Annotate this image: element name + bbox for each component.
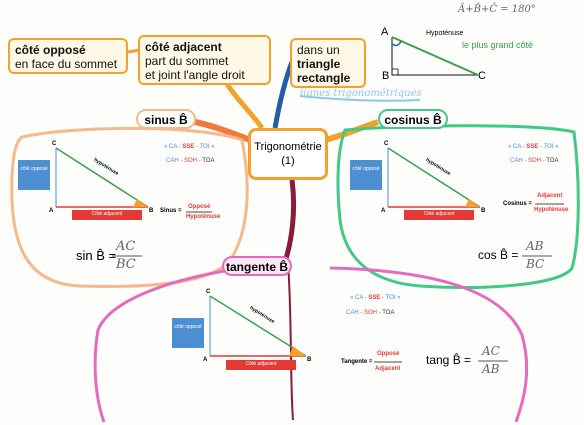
tan-mnemo-cah: CAH xyxy=(346,310,359,316)
tan-prefix: Tangente = xyxy=(341,359,373,365)
sin-mnemo-ca: « CA - xyxy=(164,144,183,150)
cos-mnemo-toa: TOA xyxy=(546,158,559,164)
top-tri-note: le plus grand côté xyxy=(462,40,534,50)
branch-tangente-tail xyxy=(287,261,294,421)
tan-label-c: C xyxy=(206,289,211,295)
tan-formula: tang B̂ = xyxy=(426,353,472,367)
box-cote-adjacent: côté adjacent part du sommet et joint l'… xyxy=(138,35,271,85)
cos-mnemo-cah: CAH xyxy=(510,158,523,164)
cote-adjacent-line2: et joint l'angle droit xyxy=(145,68,245,82)
cos-formula-num: AB xyxy=(526,239,544,253)
angle-sum-note: Â+B̂+Ĉ = 180° xyxy=(458,4,536,15)
cos-mnemo-soh: - SOH - xyxy=(522,158,547,164)
branch-tangente xyxy=(282,179,297,263)
top-tri-angle-mark xyxy=(391,40,402,47)
cos-formula-den: BC xyxy=(526,257,545,271)
cos-tri-angle xyxy=(465,199,480,207)
cos-mnemo-sse: SSE xyxy=(526,144,539,150)
tan-label-b: B xyxy=(307,357,312,363)
cote-oppose-title: côté opposé xyxy=(15,43,86,57)
cote-adjacent-title: côté adjacent xyxy=(145,40,222,54)
cos-label-b: B xyxy=(481,208,486,214)
top-tri-label-a: A xyxy=(381,26,389,38)
sin-label-a: A xyxy=(49,208,54,214)
top-tri-label-c: C xyxy=(478,70,486,82)
tan-frac-den: Adjacent xyxy=(375,366,401,372)
sin-formula-num: AC xyxy=(116,239,136,254)
triangle-rect-line1: dans un xyxy=(297,43,340,57)
cos-tri-hyp xyxy=(387,147,481,208)
tan-mnemo-2: CAH - SOH - TOA xyxy=(346,310,394,316)
cote-oppose-text: en face du sommet xyxy=(15,57,118,71)
sin-mnemo-sse: SSE xyxy=(182,144,195,150)
sin-mnemo-cah: CAH xyxy=(166,158,179,164)
tan-mnemo-ca: « CA - xyxy=(350,295,369,301)
tan-opp-box: côté opposé xyxy=(172,318,204,348)
tan-mnemo-soh: - SOH - xyxy=(358,310,383,316)
sin-frac-den: Hypoténuse xyxy=(186,214,221,220)
sin-mnemo-toa: TOA xyxy=(202,158,215,164)
sin-label-b: B xyxy=(149,208,154,214)
cote-adjacent-line1: part du sommet xyxy=(145,54,229,68)
cos-label-c: C xyxy=(384,141,389,147)
sin-mnemo-soh: - SOH - xyxy=(178,158,203,164)
cos-mnemo-toi: - TOI » xyxy=(538,144,559,150)
box-cote-oppose: côté opposé en face du sommet xyxy=(8,38,128,74)
triangle-rect-line3: rectangle xyxy=(297,71,351,85)
cos-adj-box: Côté adjacent xyxy=(404,210,474,220)
tan-formula-num: AC xyxy=(482,344,500,358)
tan-mnemo-1: « CA - SSE - TOI » xyxy=(350,295,400,301)
sin-formula-den: BC xyxy=(116,257,136,272)
cos-mnemo-1: « CA - SSE - TOI » xyxy=(508,144,558,150)
tan-tri-angle xyxy=(289,346,306,356)
sin-mnemo-1: « CA - SSE - TOI » xyxy=(164,144,214,150)
sin-adj-box: Côté adjacent xyxy=(72,210,142,220)
tan-tri-hyp xyxy=(209,295,307,357)
top-tri-label-b: B xyxy=(382,70,390,82)
tan-adj-box: Côté adjacent xyxy=(226,360,296,370)
cos-mnemo-ca: « CA - xyxy=(508,144,527,150)
pill-sinus: sinus B̂ xyxy=(136,109,196,129)
center-line2: (1) xyxy=(281,155,295,167)
sin-mnemo-toi: - TOI » xyxy=(194,144,215,150)
sin-opp-box: côté opposé xyxy=(18,160,50,190)
sin-prefix: Sinus = xyxy=(160,208,182,214)
branch-cosinus xyxy=(324,119,379,143)
sin-mnemo-2: CAH - SOH - TOA xyxy=(166,158,214,164)
cos-prefix: Cosinus = xyxy=(503,201,532,207)
cosinus-loop xyxy=(336,124,580,289)
pill-cosinus: cosinus B̂ xyxy=(378,109,448,129)
sin-label-c: C xyxy=(52,141,57,147)
cos-frac-num: Adjacent xyxy=(537,193,563,199)
cos-label-a: A xyxy=(381,208,386,214)
tan-frac-num: Opposé xyxy=(377,351,400,357)
box-triangle-rectangle: dans un triangle rectangle xyxy=(290,38,366,88)
pill-tangente: tangente B̂ xyxy=(222,256,292,276)
tan-formula-den: AB xyxy=(482,362,500,376)
sin-tri-hyp xyxy=(55,147,149,208)
sin-tri-angle xyxy=(133,199,148,207)
tan-mnemo-toi: - TOI » xyxy=(380,295,401,301)
lignes-underline xyxy=(299,95,421,102)
tan-label-a: A xyxy=(203,357,208,363)
cos-mnemo-2: CAH - SOH - TOA xyxy=(510,158,558,164)
top-tri-right-angle xyxy=(391,68,399,76)
top-tri-hyp xyxy=(391,36,479,76)
cos-opp-box: côté opposé xyxy=(350,160,382,190)
cos-frac-den: Hypoténuse xyxy=(534,207,569,213)
triangle-rect-line2: triangle xyxy=(297,57,341,71)
sin-formula: sin B̂ = xyxy=(76,248,117,263)
sin-frac-num: Opposé xyxy=(188,204,211,210)
tangente-loop xyxy=(93,266,529,423)
branch-sinus xyxy=(194,119,252,143)
lignes-trigo-label: lignes trigonométriques xyxy=(300,88,422,99)
top-tri-hyp-label: Hypoténuse xyxy=(426,30,464,37)
center-node: Trigonométrie (1) xyxy=(248,128,328,180)
tan-mnemo-toa: TOA xyxy=(382,310,395,316)
tan-mnemo-sse: SSE xyxy=(368,295,381,301)
cos-formula: cos B̂ = xyxy=(478,248,519,262)
center-line1: Trigonométrie xyxy=(254,141,322,153)
